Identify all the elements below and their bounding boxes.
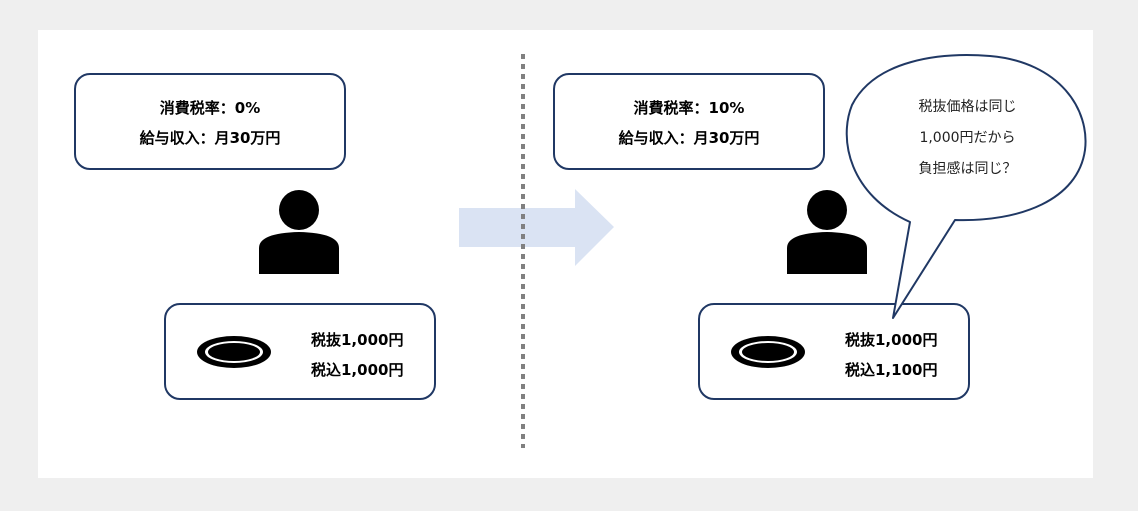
coin-icon: [731, 336, 805, 368]
left-price-box: 税抜1,000円 税込1,000円: [164, 303, 436, 400]
tax-rate-label: 消費税率：0%: [159, 99, 261, 117]
person-icon: [259, 190, 339, 274]
dotted-divider: [521, 54, 525, 448]
coin-icon: [197, 336, 271, 368]
price-incl-tax: 税込1,000円: [311, 361, 404, 379]
person-icon: [787, 190, 867, 274]
tax-rate-label: 消費税率：10%: [633, 99, 745, 117]
right-info-box: 消費税率：10% 給与収入：月30万円: [553, 73, 825, 170]
bubble-line: 1,000円だから: [919, 130, 1016, 146]
left-info-box: 消費税率：0% 給与収入：月30万円: [74, 73, 346, 170]
right-price-box: 税抜1,000円 税込1,100円: [698, 303, 970, 400]
salary-label: 給与収入：月30万円: [139, 129, 281, 147]
arrow-right-icon: [459, 189, 614, 266]
price-excl-tax: 税抜1,000円: [311, 331, 404, 349]
bubble-line: 税抜価格は同じ: [918, 99, 1017, 115]
price-excl-tax: 税抜1,000円: [845, 331, 938, 349]
speech-bubble-text: 税抜価格は同じ 1,000円だから 負担感は同じ？: [880, 92, 1055, 185]
price-incl-tax: 税込1,100円: [845, 361, 938, 379]
bubble-line: 負担感は同じ？: [918, 161, 1017, 177]
salary-label: 給与収入：月30万円: [618, 129, 760, 147]
